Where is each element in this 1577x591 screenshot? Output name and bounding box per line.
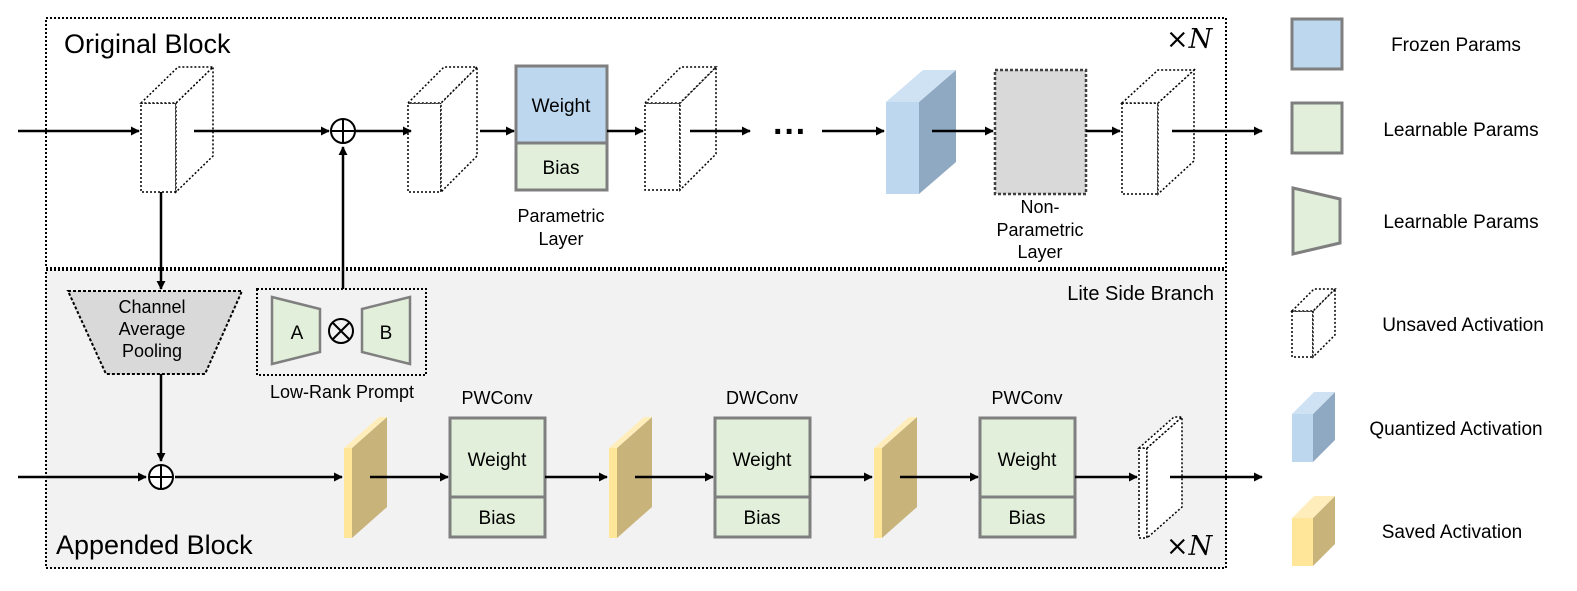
- appended-block-frame: [45, 269, 1227, 569]
- legend-label: Saved Activation: [1382, 522, 1522, 543]
- non-parametric-caption-2: Parametric: [996, 220, 1083, 240]
- dwconv-block: Weight Bias: [713, 416, 812, 539]
- side-branch-label: Lite Side Branch: [1067, 283, 1214, 305]
- prompt-a-trapezoid: [270, 295, 322, 366]
- conv-2-name: DWConv: [726, 388, 798, 408]
- conv-3-name: PWConv: [991, 388, 1062, 408]
- pwconv-block-2: Weight Bias: [978, 416, 1077, 539]
- prompt-b-label: B: [380, 323, 393, 344]
- pooling-label-2: Average: [119, 319, 186, 339]
- saved-activation-icon: [609, 417, 652, 538]
- bias-label: Bias: [744, 508, 781, 529]
- ellipsis: ···: [773, 113, 807, 151]
- pwconv-block-1: Weight Bias: [448, 416, 547, 539]
- non-parametric-caption-1: Non-: [1020, 197, 1059, 217]
- frozen-params-icon: [1290, 17, 1344, 71]
- bias-label: Bias: [543, 158, 580, 179]
- weight-label: Weight: [998, 450, 1058, 471]
- original-block-repeat: ×N: [1166, 24, 1214, 55]
- add-icon: [330, 118, 356, 144]
- pooling-label-1: Channel: [118, 297, 185, 317]
- unsaved-activation-icon: [1290, 287, 1337, 359]
- non-parametric-layer: [993, 68, 1088, 196]
- saved-activation-icon: [344, 417, 387, 538]
- legend-label: Learnable Params: [1383, 120, 1538, 141]
- bias-label: Bias: [1009, 508, 1046, 529]
- prompt-a-label: A: [291, 323, 304, 344]
- weight-label: Weight: [532, 96, 592, 117]
- legend-label: Learnable Params: [1383, 212, 1538, 233]
- unsaved-activation-icon: [643, 65, 718, 192]
- quantized-activation-icon: [1292, 392, 1335, 462]
- legend-label: Quantized Activation: [1369, 419, 1542, 440]
- bias-box: [514, 141, 609, 192]
- unsaved-activation-icon: [1137, 415, 1184, 540]
- prompt-b-trapezoid: [360, 295, 412, 366]
- weight-box: [713, 416, 812, 499]
- saved-activation-icon: [1292, 496, 1335, 566]
- unsaved-activation-icon: [406, 65, 479, 194]
- bias-box: [448, 495, 547, 539]
- parametric-layer-caption-2: Layer: [538, 229, 583, 249]
- legend-label: Unsaved Activation: [1382, 315, 1544, 336]
- add-icon: [148, 464, 174, 490]
- weight-box: [978, 416, 1077, 499]
- weight-box: [448, 416, 547, 499]
- original-block-title: Original Block: [64, 29, 231, 59]
- appended-block-arrows: [18, 374, 1263, 482]
- legend-label: Frozen Params: [1391, 35, 1521, 56]
- original-block-arrows: [18, 126, 1263, 290]
- channel-average-pooling: [66, 290, 244, 375]
- low-rank-prompt-caption: Low-Rank Prompt: [270, 382, 414, 402]
- bias-box: [978, 495, 1077, 539]
- learnable-params-square-icon: [1290, 101, 1344, 155]
- non-parametric-caption-3: Layer: [1017, 242, 1062, 262]
- weight-label: Weight: [468, 450, 528, 471]
- original-block-frame: [45, 17, 1227, 269]
- bias-box: [713, 495, 812, 539]
- bias-label: Bias: [479, 508, 516, 529]
- conv-1-name: PWConv: [461, 388, 532, 408]
- appended-block-title: Appended Block: [56, 530, 253, 560]
- saved-activation-icon: [874, 417, 917, 538]
- unsaved-activation-icon: [139, 65, 215, 194]
- weight-label: Weight: [733, 450, 793, 471]
- weight-box: [514, 64, 609, 145]
- multiply-icon: [328, 318, 354, 344]
- learnable-params-trapezoid-icon: [1291, 186, 1342, 256]
- appended-block-repeat: ×N: [1166, 531, 1214, 562]
- pooling-label-3: Pooling: [122, 341, 182, 361]
- low-rank-prompt-frame: [256, 288, 427, 376]
- parametric-layer-caption-1: Parametric: [517, 206, 604, 226]
- parametric-layer: Weight Bias: [514, 64, 609, 192]
- legend: Frozen Params Learnable Params Learnable…: [1290, 17, 1544, 566]
